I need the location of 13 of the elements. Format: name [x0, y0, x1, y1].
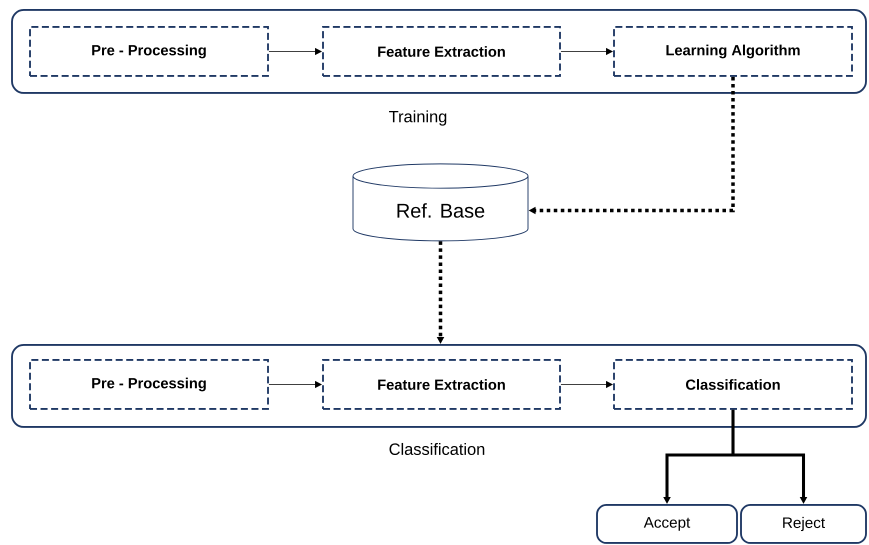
stage-heading: Classification [390, 442, 484, 455]
database-cylinder: Ref. Base [352, 163, 528, 242]
process-box: Classification [613, 359, 853, 410]
process-box: Pre - Processing [29, 26, 269, 77]
process-box: Pre - Processing [29, 359, 269, 410]
result-box: Reject [740, 504, 867, 544]
stage-heading: Training [389, 110, 446, 126]
stage-panel [11, 344, 867, 455]
process-box: Feature Extraction [322, 26, 561, 77]
process-box: Feature Extraction [322, 359, 561, 410]
stage-panel [11, 9, 867, 126]
result-box: Accept [596, 504, 738, 544]
process-box: Learning Algorithm [613, 26, 853, 77]
